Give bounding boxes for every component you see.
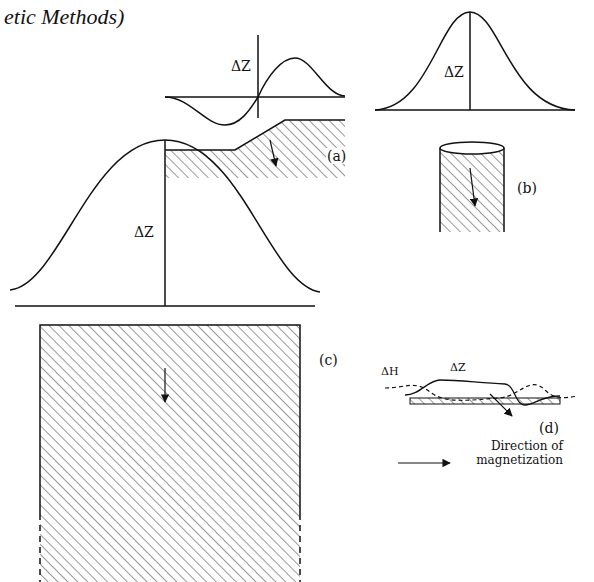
vertical-axis: [257, 35, 259, 118]
axis-label: ΔZ: [133, 224, 155, 240]
block-outline-dashed: [40, 525, 300, 582]
panel-letter: (d): [538, 420, 560, 436]
hatched-body: [440, 148, 504, 232]
cylinder-outline: [440, 148, 504, 232]
baseline: [165, 96, 345, 98]
magnetization-arrow: [490, 394, 512, 416]
baseline: [375, 109, 575, 111]
axis-label: ΔH: [380, 366, 400, 379]
contact-outline: [165, 120, 345, 150]
page-heading: etic Methods): [3, 4, 125, 29]
vertical-axis: [164, 140, 166, 306]
axis-label: ΔZ: [443, 64, 465, 80]
anomaly-curve: [375, 12, 575, 110]
hatched-body: [40, 325, 300, 582]
panel-letter: (a): [326, 148, 347, 164]
delta-z-curve: [405, 380, 560, 405]
anomaly-curve: [10, 140, 320, 292]
direction-arrow: [398, 462, 450, 463]
hatched-sheet: [410, 398, 560, 404]
panel-letter: (b): [516, 180, 538, 196]
axis-label: ΔZ: [230, 58, 252, 74]
anomaly-curve: [165, 58, 345, 125]
block-outline: [40, 325, 300, 520]
magnetization-arrow: [164, 368, 165, 402]
magnetization-arrow: [470, 168, 475, 206]
axis-label: ΔZ: [449, 362, 467, 375]
hatched-body: [165, 120, 345, 178]
magnetization-arrow: [270, 140, 276, 166]
direction-note: Direction of magnetization: [454, 440, 564, 468]
panel-letter: (c): [318, 352, 339, 368]
vertical-axis: [469, 12, 471, 110]
cylinder-top: [440, 142, 504, 154]
